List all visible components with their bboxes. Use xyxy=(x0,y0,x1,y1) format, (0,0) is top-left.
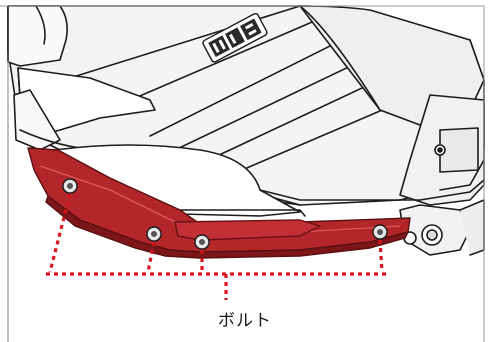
leader-bolt-4 xyxy=(378,239,384,273)
bolt-icon xyxy=(62,178,78,194)
bolt-callout-leaders xyxy=(46,193,388,300)
bolt-icon xyxy=(194,234,210,250)
red-skid-guard xyxy=(27,147,411,259)
leader-bolt-2 xyxy=(146,241,156,273)
bolt-icon xyxy=(146,226,162,242)
leader-bolt-1 xyxy=(48,193,72,273)
bolt-icon xyxy=(372,224,388,240)
bolt-label: ボルト xyxy=(218,311,272,331)
brand-badge-icon xyxy=(202,12,268,63)
